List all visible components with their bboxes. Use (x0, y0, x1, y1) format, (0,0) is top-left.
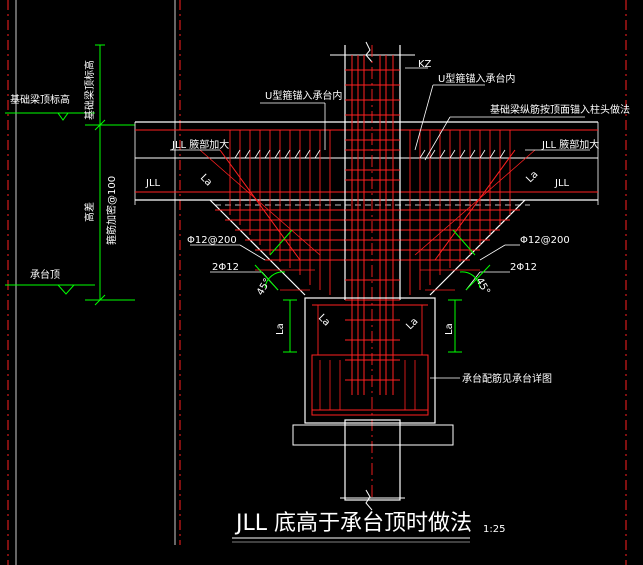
foundation-beam (134, 121, 599, 206)
label-vert-dim-left: 高差 (83, 202, 96, 222)
label-vert-dim-text: 箍筋加密@100 (105, 176, 118, 245)
la-dims (269, 229, 476, 353)
label-cap-reinf: 承台配筋见承台详图 (462, 372, 552, 385)
column-rebars (351, 55, 394, 395)
label-bars-left: 2Φ12 (212, 262, 239, 273)
label-la-left: La (198, 172, 214, 188)
label-jll-haunch-left: JLL 腋部加大 (171, 138, 229, 151)
label-bar-spacing-left: Φ12@200 (187, 235, 237, 246)
label-angle-left: 45° (255, 277, 273, 298)
label-beam-top-anchor: 基础梁纵筋按顶面锚入柱头做法 (490, 103, 630, 116)
haunch-left-edge (209, 199, 306, 296)
label-bars-right: 2Φ12 (510, 262, 537, 273)
label-angle-right: 45° (473, 276, 491, 297)
column-stirrups (345, 69, 400, 381)
column-break-symbol (365, 41, 373, 63)
label-jll-left: JLL (145, 178, 161, 189)
level-marker-beam-top (57, 112, 69, 121)
label-u-bar-right: U型箍锚入承台内 (438, 72, 515, 85)
rebar-ticks (234, 149, 506, 159)
angle-leg-right (465, 264, 491, 291)
label-la-lower-right: La (444, 323, 455, 335)
haunch-right-diag2 (414, 149, 536, 256)
drawing-scale: 1:25 (483, 524, 505, 535)
haunch-right-diagonal-bar (434, 149, 516, 261)
angle-leg-left (254, 264, 279, 291)
label-jll-haunch-right: JLL 腋部加大 (541, 138, 599, 151)
label-kz: KZ (418, 59, 432, 70)
label-la-right: La (524, 169, 540, 185)
label-u-bar-left: U型箍锚入承台内 (265, 89, 342, 102)
label-la-lower-left: La (275, 323, 286, 335)
label-la-inner-right: La (404, 316, 420, 332)
dim-tick-bottom (94, 294, 106, 306)
haunch-right-edge (429, 199, 526, 296)
cap-outline (304, 297, 436, 424)
angle-arc-left (264, 271, 286, 289)
label-cap-top-level: 承台顶 (30, 268, 60, 281)
label-beam-top-level: 基础梁顶标高 (10, 93, 70, 106)
haunch-stirrups (215, 130, 520, 295)
pile (344, 419, 401, 501)
label-bar-spacing-right: Φ12@200 (520, 235, 570, 246)
label-vert-dim-side: 基础梁顶标高 (83, 60, 96, 120)
leader-lines (170, 67, 590, 379)
level-marker-cap-top (56, 284, 76, 295)
drawing-title: JLL 底高于承台顶时做法 (234, 511, 472, 536)
cap-bedding (292, 424, 454, 446)
pile-cap (292, 297, 454, 511)
haunch-right (414, 149, 536, 296)
column-kz (330, 41, 415, 500)
pile-break-symbol (365, 489, 373, 511)
label-jll-right: JLL (554, 178, 570, 189)
dim-tick-mid (94, 119, 106, 131)
level-dimension-group (5, 44, 135, 306)
angle-arc-right (459, 271, 481, 289)
cap-rebar-cage (311, 354, 429, 416)
